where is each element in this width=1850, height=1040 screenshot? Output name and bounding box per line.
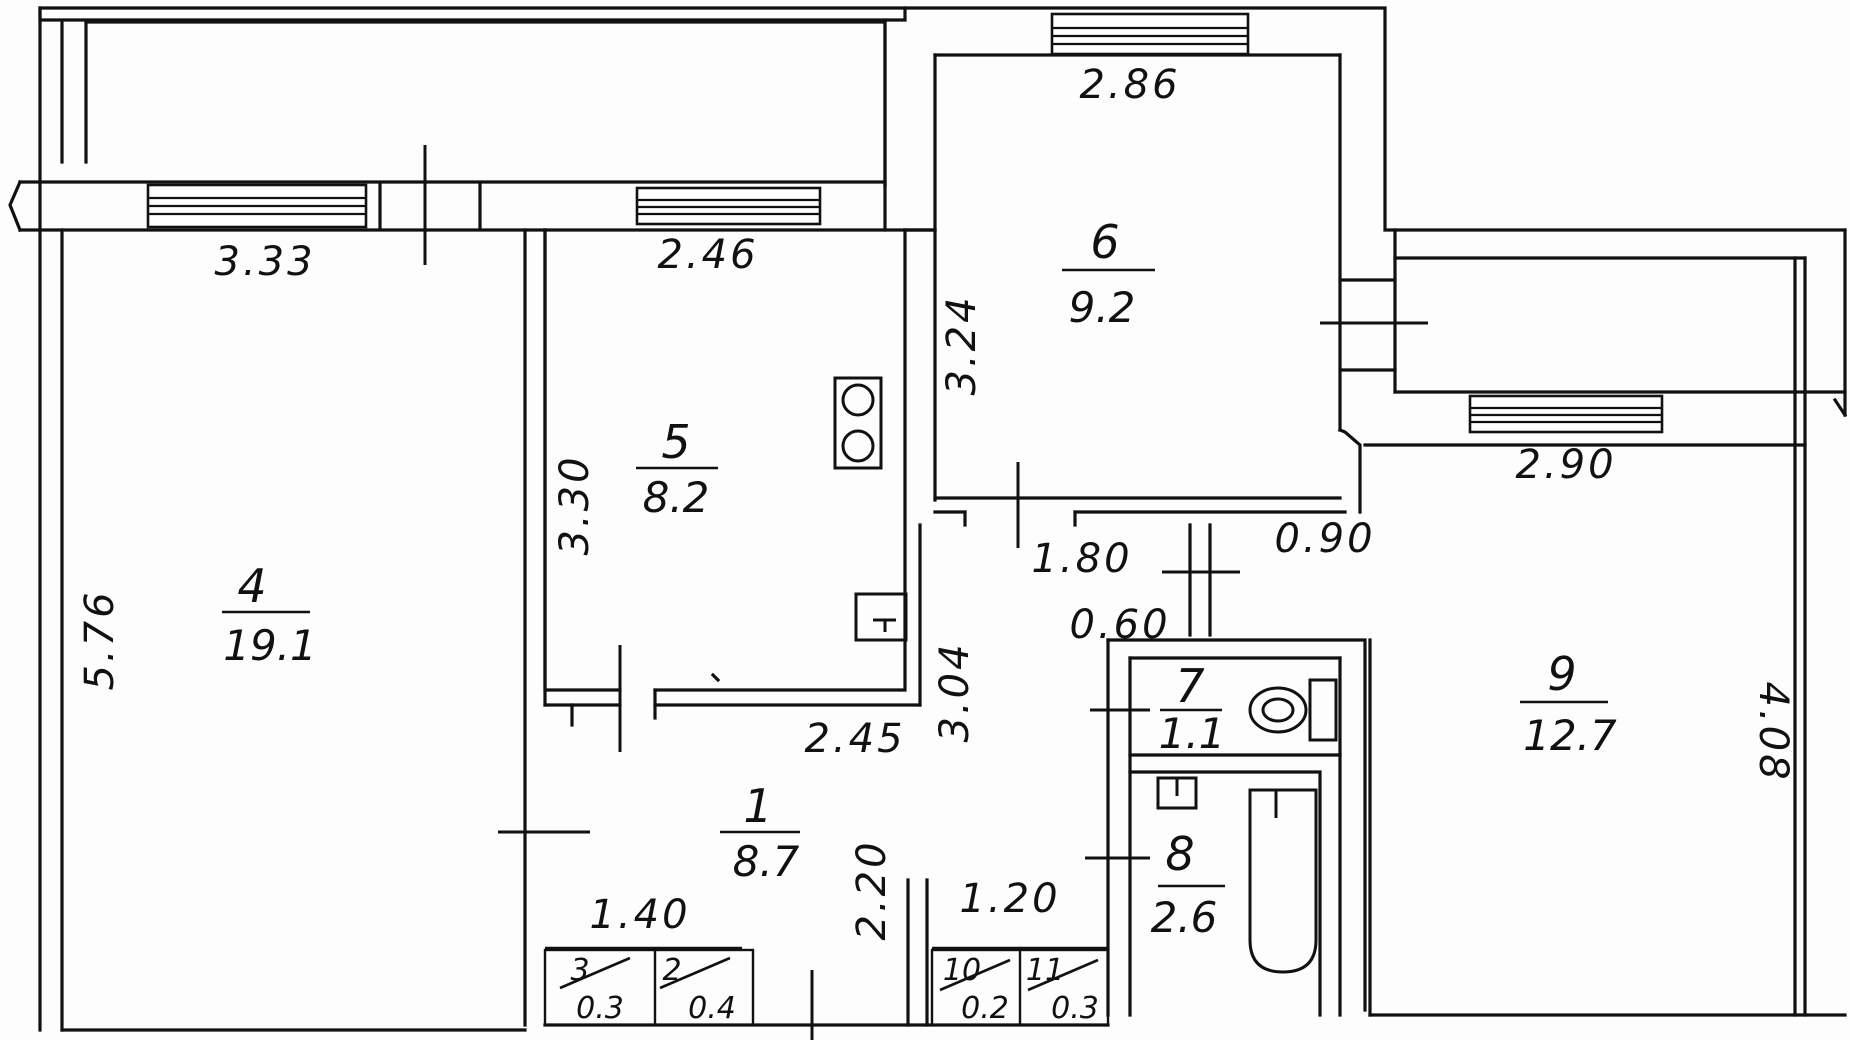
dimension-label: 0.90	[1274, 516, 1375, 562]
room-label-11: 11 0.3	[1026, 953, 1099, 1026]
room-number: 9	[1547, 647, 1576, 701]
room-area: 1.1	[1159, 709, 1226, 758]
window-room9	[1468, 394, 1664, 434]
dimension-label: 2.86	[1079, 62, 1180, 108]
room-label-2: 2 0.4	[659, 953, 736, 1026]
balcony-door-right	[1320, 278, 1428, 372]
room-number: 4	[237, 559, 266, 613]
room-number: 2	[662, 953, 681, 988]
dimension-label: 2.45	[804, 716, 905, 762]
dimension-label: 3.24	[939, 294, 985, 395]
dimension-label: 2.20	[849, 839, 895, 940]
balcony-door-left	[378, 145, 482, 265]
window-room5	[635, 186, 822, 226]
room-label-1: 1 8.7	[720, 779, 800, 886]
room-label-9: 9 12.7	[1520, 647, 1617, 760]
sink-icon	[854, 592, 908, 642]
room-number: 6	[1090, 215, 1119, 269]
room-number: 1	[743, 779, 772, 833]
room-label-10: 10 0.2	[939, 953, 1011, 1026]
dimension-label: 1.40	[589, 892, 690, 938]
balcony-right	[1363, 228, 1848, 1017]
room-label-6: 6 9.2	[1062, 215, 1155, 332]
room-area: 8.2	[643, 473, 710, 522]
window-room4	[146, 183, 368, 229]
room-area: 0.4	[688, 991, 736, 1026]
room-area: 12.7	[1523, 711, 1617, 760]
dimension-label: 5.76	[77, 589, 123, 690]
toilet-icon	[1248, 678, 1338, 742]
room-number: 10	[943, 953, 981, 988]
room-area: 0.3	[576, 991, 624, 1026]
dimension-label: 1.80	[1031, 536, 1132, 582]
closets-left	[543, 946, 755, 1027]
dimension-labels: 3.33 2.46 2.86 3.24 3.30 5.76 2.45 3.04 …	[77, 62, 1796, 941]
room-label-7: 7 1.1	[1159, 659, 1226, 758]
room-area: 19.1	[223, 621, 317, 670]
room-number: 3	[570, 953, 589, 988]
room-area: 8.7	[733, 837, 800, 886]
bathtub-icon	[1248, 788, 1318, 974]
stove-icon	[833, 376, 883, 470]
room-area: 0.2	[961, 991, 1009, 1026]
window-room6	[1050, 12, 1250, 56]
wall-corridor-right	[1162, 523, 1240, 637]
room-number: 8	[1165, 827, 1194, 881]
dimension-label: 2.46	[657, 232, 758, 278]
dimension-label: 0.60	[1069, 602, 1170, 648]
room-label-4: 4 19.1	[222, 559, 317, 670]
room-number: 7	[1175, 659, 1204, 713]
room-area: 0.3	[1051, 991, 1099, 1026]
dimension-label: 4.08	[1750, 681, 1796, 782]
wall-room6-bottom	[933, 427, 1362, 548]
room-area: 9.2	[1069, 283, 1136, 332]
room-area: 2.6	[1151, 893, 1218, 942]
room-label-8: 8 2.6	[1151, 827, 1225, 942]
closets-right	[930, 946, 1110, 1027]
wall-bath-block	[1085, 638, 1372, 1017]
dimension-label: 2.90	[1515, 442, 1616, 488]
dimension-label: 3.04	[932, 641, 978, 742]
room-label-5: 5 8.2	[636, 415, 718, 522]
exterior-wall-top	[8, 6, 1847, 502]
wall-room5	[543, 228, 937, 752]
room-number: 5	[661, 415, 690, 469]
dimension-label: 1.20	[959, 876, 1060, 922]
room-label-3: 3 0.3	[559, 953, 631, 1026]
dimension-label: 3.33	[214, 239, 315, 285]
dimension-label: 3.30	[552, 454, 598, 555]
washbasin-icon	[1156, 776, 1198, 810]
wall-room4-right	[60, 228, 590, 1032]
